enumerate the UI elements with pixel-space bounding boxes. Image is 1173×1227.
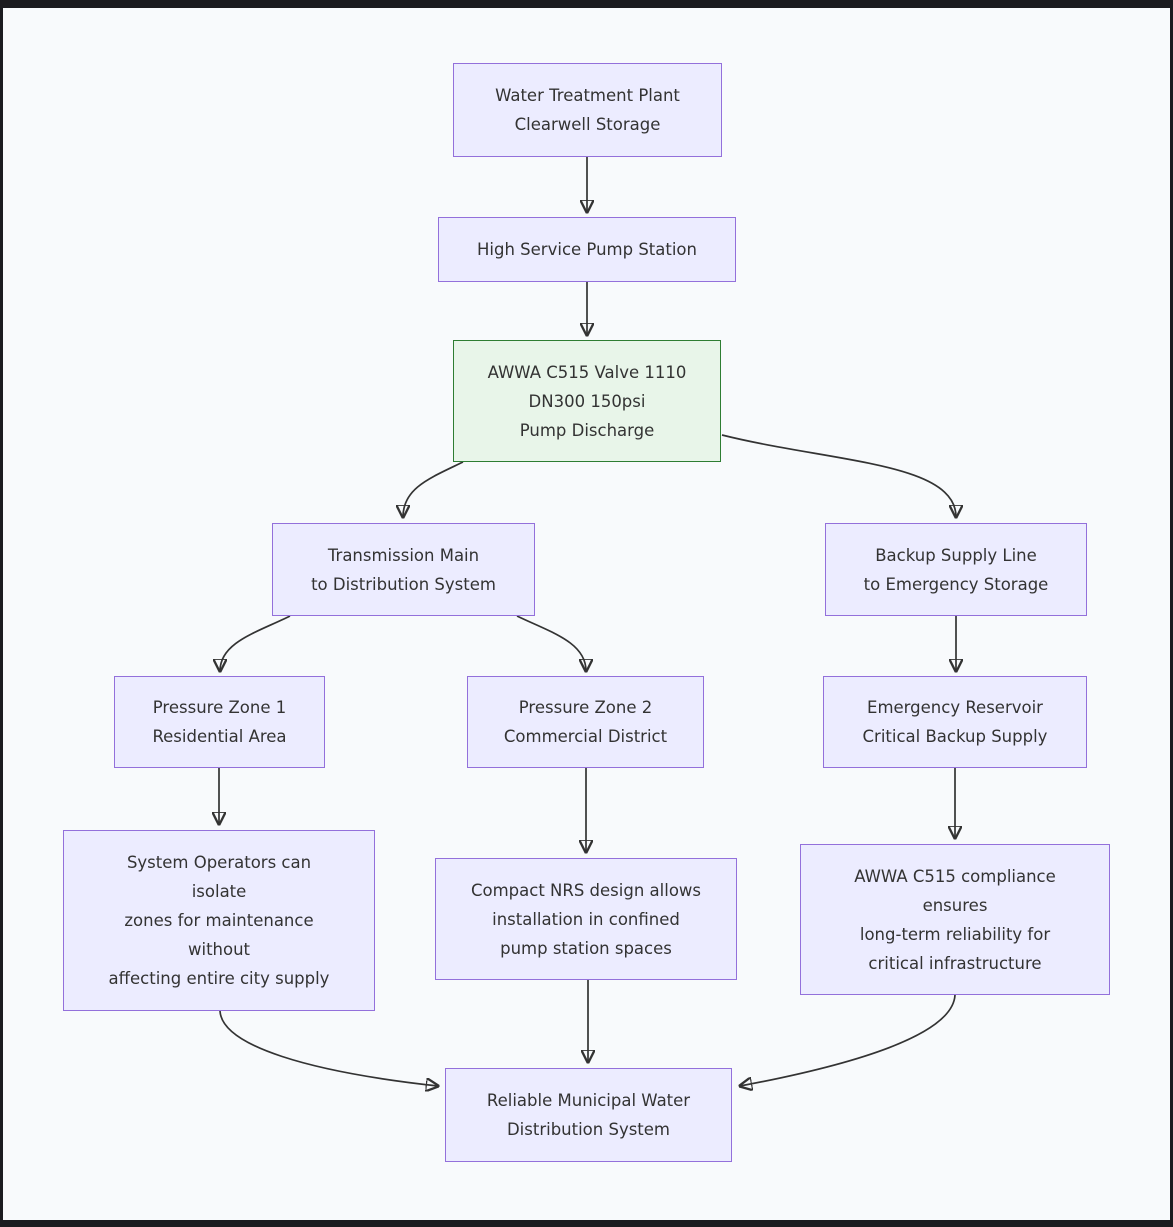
node-label-line: to Distribution System [311,574,496,594]
node-water-treatment-plant: Water Treatment Plant Clearwell Storage [453,63,722,157]
node-label-line: isolate [191,882,247,901]
node-pressure-zone-1: Pressure Zone 1 Residential Area [114,676,325,768]
node-high-service-pump-station: High Service Pump Station [438,217,736,282]
node-label-line: AWWA C515 Valve 1110 [487,362,687,382]
node-label-line: Pressure Zone 1 [152,698,287,717]
node-label-line: Pressure Zone 2 [518,698,653,717]
edge-operators-reliable [219,1010,438,1086]
node-label-line: Distribution System [506,1120,671,1139]
edge-compliance-reliable [740,994,956,1086]
node-transmission-main: Transmission Main to Distribution System [272,523,535,616]
node-system-operators-note: System Operators can isolate zones for m… [63,830,375,1011]
node-label-line: to Emergency Storage [863,574,1049,594]
node-label-line: Pump Discharge [519,420,655,440]
node-label-line: Transmission Main [327,545,480,565]
node-label-line: ensures [922,895,988,915]
node-label-line: critical infrastructure [868,953,1042,973]
node-label-line: Clearwell Storage [514,115,661,134]
node-reliable-distribution-system: Reliable Municipal Water Distribution Sy… [445,1068,732,1162]
node-label-line: zones for maintenance [124,911,314,930]
node-label-line: long-term reliability for [859,924,1051,944]
frame-border-left [0,0,3,1227]
edge-transmission-zone1 [220,615,291,671]
node-label-line: Critical Backup Supply [862,727,1048,746]
node-label-line: Reliable Municipal Water [486,1091,691,1110]
node-label-line: DN300 150psi [528,391,646,411]
edge-transmission-zone2 [516,615,586,671]
node-compact-nrs-note: Compact NRS design allows installation i… [435,858,737,980]
edge-valve-transmission [403,461,464,517]
node-label-line: Emergency Reservoir [867,698,1043,717]
frame-border-right [1170,0,1173,1227]
node-label-line: without [187,940,251,959]
node-label-line: Compact NRS design allows [470,880,702,900]
node-compliance-note: AWWA C515 compliance ensures long-term r… [800,844,1110,995]
node-label-line: System Operators can [126,853,312,872]
node-label-line: Residential Area [152,727,287,746]
node-label-line: High Service Pump Station [477,240,697,259]
frame-border-top [0,0,1173,8]
node-label-line: pump station spaces [500,938,672,958]
node-backup-supply-line: Backup Supply Line to Emergency Storage [825,523,1087,616]
node-label-line: AWWA C515 compliance [854,866,1056,886]
node-label-line: installation in confined [492,909,680,929]
node-label-line: Backup Supply Line [875,545,1037,565]
frame-border-bottom [0,1220,1173,1227]
node-emergency-reservoir: Emergency Reservoir Critical Backup Supp… [823,676,1087,768]
edge-valve-backupline [721,434,956,517]
node-label-line: Water Treatment Plant [495,86,680,105]
node-label-line: Commercial District [503,727,668,746]
node-awwa-valve: AWWA C515 Valve 1110 DN300 150psi Pump D… [453,340,721,462]
node-pressure-zone-2: Pressure Zone 2 Commercial District [467,676,704,768]
node-label-line: affecting entire city supply [108,969,330,988]
